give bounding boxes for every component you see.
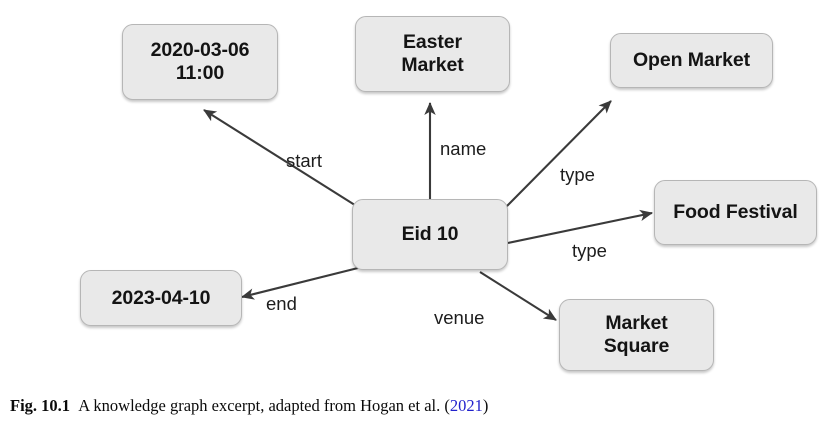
knowledge-graph-diagram: 2020-03-06 11:00 Easter Market Open Mark… xyxy=(80,16,817,371)
edge-label-start: start xyxy=(286,150,322,171)
edge-line-type-food xyxy=(507,209,654,245)
figure-caption-suffix: ) xyxy=(482,396,489,415)
node-end-date[interactable]: 2023-04-10 xyxy=(80,270,242,326)
edge-line-type-open xyxy=(504,100,612,209)
node-food-festival[interactable]: Food Festival xyxy=(654,180,817,245)
graph-edges-layer xyxy=(203,100,654,321)
node-market-square[interactable]: Market Square xyxy=(559,299,714,371)
node-food-festival-label: Food Festival xyxy=(673,201,798,223)
node-market-square-label: Market Square xyxy=(603,312,670,357)
node-eid-10[interactable]: Eid 10 xyxy=(352,199,508,270)
figure-caption-text: A knowledge graph excerpt, adapted from … xyxy=(78,396,450,415)
node-easter-market[interactable]: Easter Market xyxy=(355,16,510,92)
node-open-market[interactable]: Open Market xyxy=(610,33,773,88)
edge-label-type-open: type xyxy=(560,164,595,185)
edge-label-end: end xyxy=(266,293,297,314)
edge-label-venue: venue xyxy=(434,307,485,328)
figure-number: Fig. 10.1 xyxy=(10,396,71,415)
node-start-date[interactable]: 2020-03-06 11:00 xyxy=(122,24,278,100)
node-open-market-label: Open Market xyxy=(632,49,750,71)
node-eid-10-label: Eid 10 xyxy=(401,223,459,245)
node-start-date-label: 2020-03-06 11:00 xyxy=(150,39,250,84)
figure-citation-link[interactable]: 2021 xyxy=(449,396,483,415)
edge-line-start xyxy=(203,109,359,208)
node-easter-market-label: Easter Market xyxy=(401,31,464,76)
edge-line-end xyxy=(240,266,359,300)
edge-label-name: name xyxy=(440,138,487,159)
node-end-date-label: 2023-04-10 xyxy=(111,286,211,309)
edge-line-venue xyxy=(479,271,557,321)
edge-label-type-food: type xyxy=(572,240,607,261)
figure-caption: Fig. 10.1 A knowledge graph excerpt, ada… xyxy=(10,396,830,417)
